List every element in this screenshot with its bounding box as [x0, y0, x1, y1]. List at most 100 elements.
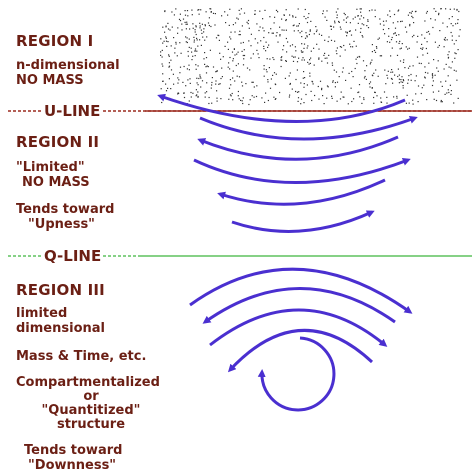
stipple-dot	[211, 77, 213, 79]
stipple-dot	[280, 59, 282, 61]
stipple-dot	[168, 65, 171, 67]
stipple-dot	[312, 83, 314, 85]
stipple-dot	[444, 93, 446, 95]
stipple-dot	[207, 22, 210, 24]
stipple-dot	[237, 95, 239, 97]
stipple-dot	[173, 37, 175, 39]
stipple-dot	[191, 59, 193, 61]
stipple-dot	[215, 37, 218, 39]
stipple-dot	[388, 35, 390, 37]
stipple-dot	[441, 85, 443, 87]
stipple-dot	[376, 47, 378, 49]
stipple-dot	[375, 46, 378, 48]
stipple-dot	[277, 11, 279, 13]
stipple-dot	[175, 41, 177, 43]
stipple-dot	[341, 71, 344, 73]
stipple-dot	[324, 16, 326, 18]
stipple-dot	[175, 43, 177, 45]
stipple-dot	[321, 60, 323, 62]
stipple-dot	[297, 25, 299, 27]
stipple-dot	[293, 24, 295, 26]
stipple-dot	[165, 40, 168, 42]
stipple-dot	[361, 102, 363, 104]
stipple-dot	[230, 31, 232, 33]
stipple-dot	[318, 57, 320, 59]
stipple-dot	[413, 22, 415, 24]
stipple-dot	[340, 28, 342, 30]
stipple-dot	[250, 45, 252, 47]
stipple-dot	[434, 19, 436, 21]
stipple-dot	[357, 91, 359, 94]
stipple-dot	[248, 27, 250, 29]
stipple-dot	[386, 96, 388, 98]
stipple-dot	[457, 22, 459, 24]
stipple-dot	[410, 73, 412, 76]
stipple-dot	[162, 26, 164, 28]
stipple-dot	[394, 32, 396, 34]
stipple-dot	[451, 35, 453, 37]
stipple-dot	[448, 18, 450, 20]
stipple-dot	[360, 8, 362, 10]
stipple-dot	[174, 52, 176, 54]
stipple-dot	[200, 86, 202, 88]
stipple-dot	[309, 75, 311, 77]
stipple-dot	[302, 77, 304, 79]
stipple-dot	[210, 25, 212, 28]
stipple-dot	[161, 56, 163, 58]
stipple-dot	[269, 16, 271, 18]
stipple-dot	[398, 34, 400, 36]
stipple-dot	[205, 66, 207, 68]
upness-arrow-6	[231, 210, 375, 233]
stipple-dot	[218, 83, 220, 85]
stipple-dot	[394, 74, 396, 76]
stipple-dot	[177, 93, 179, 95]
stipple-dot	[357, 22, 359, 24]
region-iii-desc-7: structure	[56, 417, 126, 432]
stipple-dot	[178, 79, 180, 81]
stipple-dot	[407, 67, 410, 69]
stipple-dot	[186, 10, 189, 12]
stipple-dot	[273, 72, 276, 74]
stipple-dot	[160, 51, 162, 53]
stipple-dot	[283, 14, 285, 16]
stipple-dot	[410, 79, 412, 81]
stipple-dot	[161, 49, 163, 51]
stipple-dot	[216, 70, 218, 72]
stipple-dot	[347, 16, 349, 18]
stipple-dot	[318, 33, 320, 35]
stipple-dot	[421, 48, 423, 50]
stipple-dot	[289, 83, 291, 85]
stipple-dot	[236, 17, 238, 19]
stipple-dot	[346, 35, 348, 37]
stipple-dot	[232, 24, 234, 26]
stipple-dot	[398, 78, 400, 80]
stipple-dot	[321, 89, 323, 91]
stipple-dot	[316, 43, 318, 45]
stipple-dot	[227, 14, 229, 16]
stipple-dot	[456, 8, 458, 11]
stipple-dot	[297, 97, 300, 99]
stipple-dot	[313, 33, 315, 35]
stipple-dot	[363, 98, 365, 101]
stipple-dot	[173, 83, 175, 85]
stipple-dot	[243, 49, 245, 51]
stipple-dot	[295, 16, 297, 18]
stipple-dot	[281, 56, 283, 58]
stipple-dot	[194, 31, 196, 33]
region-i-title: REGION I	[16, 32, 94, 50]
stipple-dot	[259, 26, 261, 28]
stipple-dot	[379, 23, 381, 25]
stipple-dot	[348, 30, 351, 32]
stipple-dot	[335, 11, 337, 13]
stipple-dot	[194, 48, 197, 50]
upness-arrow-5	[217, 178, 386, 206]
stipple-dot	[272, 74, 274, 76]
stipple-dot	[188, 69, 190, 71]
region-ii-desc-1: "Limited"	[16, 160, 85, 175]
stipple-dot	[393, 33, 395, 35]
stipple-dot	[389, 16, 391, 18]
stipple-dot	[352, 46, 354, 48]
stipple-dot	[359, 18, 361, 20]
stipple-dot	[195, 33, 197, 36]
stipple-dot	[204, 96, 206, 98]
